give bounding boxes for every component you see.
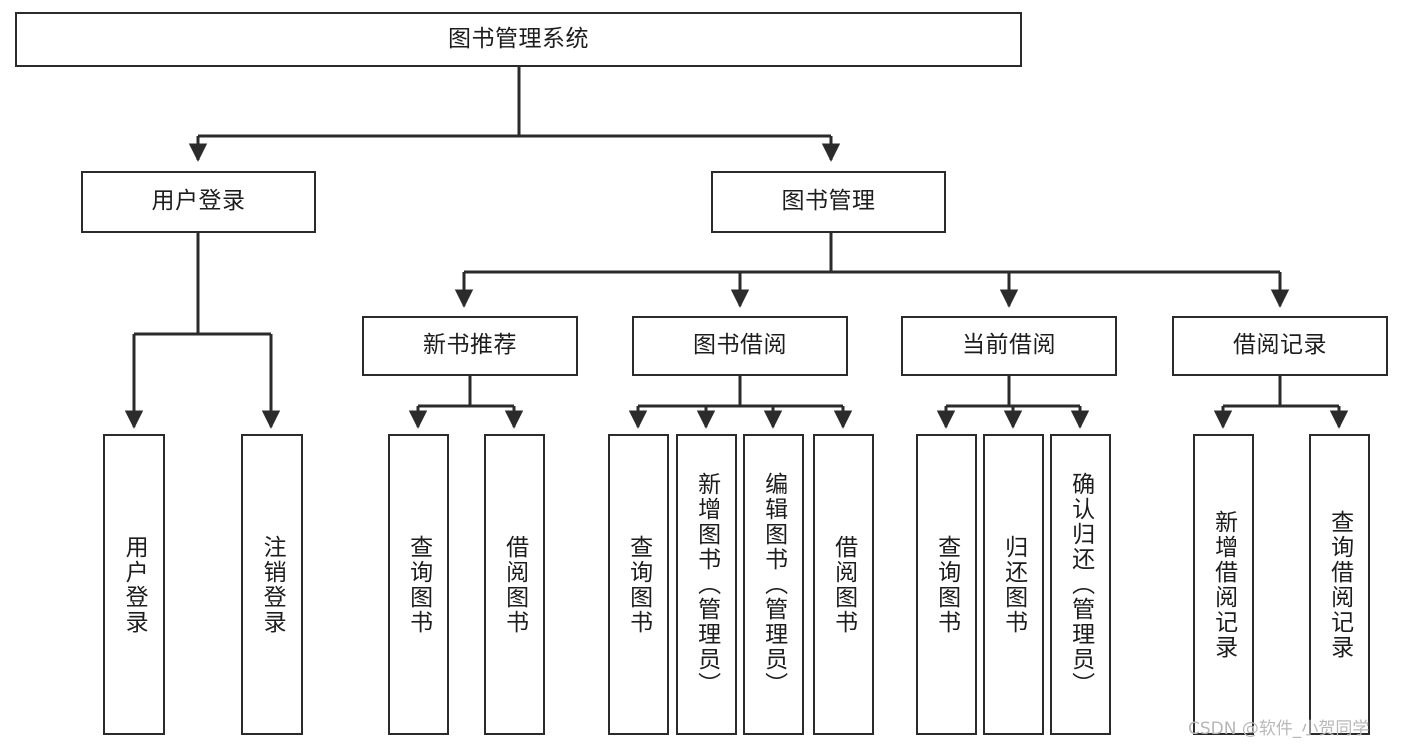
node-label: 用户登录 bbox=[151, 188, 246, 215]
node-label: 借阅图书 bbox=[501, 534, 528, 635]
node-label: 注销登录 bbox=[259, 534, 286, 635]
node-leaf-user-logout[interactable]: 注销登录 bbox=[241, 434, 303, 735]
node-label: 用户登录 bbox=[121, 534, 148, 635]
node-leaf-edit-book[interactable]: 编辑图书（管理员） bbox=[743, 434, 804, 735]
node-current-borrow[interactable]: 当前借阅 bbox=[901, 316, 1117, 376]
node-user-login[interactable]: 用户登录 bbox=[81, 171, 316, 233]
node-leaf-query-record[interactable]: 查询借阅记录 bbox=[1309, 434, 1370, 735]
node-label: 确认归还（管理员） bbox=[1067, 472, 1094, 697]
node-leaf-query-book-3[interactable]: 查询图书 bbox=[916, 434, 977, 735]
node-leaf-add-book[interactable]: 新增图书（管理员） bbox=[676, 434, 737, 735]
node-label: 图书管理系统 bbox=[448, 25, 589, 52]
node-root-system[interactable]: 图书管理系统 bbox=[15, 12, 1022, 67]
node-label: 图书管理 bbox=[781, 188, 876, 215]
node-borrow-record[interactable]: 借阅记录 bbox=[1172, 316, 1388, 376]
node-leaf-return-book[interactable]: 归还图书 bbox=[983, 434, 1044, 735]
node-leaf-query-book-2[interactable]: 查询图书 bbox=[608, 434, 669, 735]
node-label: 借阅记录 bbox=[1233, 332, 1327, 359]
node-label: 新增借阅记录 bbox=[1210, 509, 1237, 660]
node-leaf-add-record[interactable]: 新增借阅记录 bbox=[1193, 434, 1254, 735]
node-label: 新增图书（管理员） bbox=[693, 472, 720, 697]
node-leaf-borrow-book-2[interactable]: 借阅图书 bbox=[813, 434, 874, 735]
node-label: 新书推荐 bbox=[423, 332, 517, 359]
node-label: 查询图书 bbox=[625, 534, 652, 635]
node-book-management[interactable]: 图书管理 bbox=[711, 171, 946, 233]
node-label: 查询图书 bbox=[933, 534, 960, 635]
node-label: 当前借阅 bbox=[962, 332, 1056, 359]
node-leaf-user-login[interactable]: 用户登录 bbox=[103, 434, 165, 735]
node-label: 归还图书 bbox=[1000, 534, 1027, 635]
node-leaf-confirm-return[interactable]: 确认归还（管理员） bbox=[1050, 434, 1111, 735]
node-book-borrow[interactable]: 图书借阅 bbox=[632, 316, 848, 376]
node-label: 查询借阅记录 bbox=[1326, 509, 1353, 660]
node-label: 查询图书 bbox=[405, 534, 432, 635]
node-leaf-query-book-1[interactable]: 查询图书 bbox=[388, 434, 449, 735]
node-new-book-recommend[interactable]: 新书推荐 bbox=[362, 316, 578, 376]
watermark-text: CSDN @软件_小贺同学 bbox=[1188, 719, 1370, 739]
node-label: 借阅图书 bbox=[830, 534, 857, 635]
node-leaf-borrow-book-1[interactable]: 借阅图书 bbox=[484, 434, 545, 735]
node-label: 图书借阅 bbox=[693, 332, 787, 359]
node-label: 编辑图书（管理员） bbox=[760, 472, 787, 697]
